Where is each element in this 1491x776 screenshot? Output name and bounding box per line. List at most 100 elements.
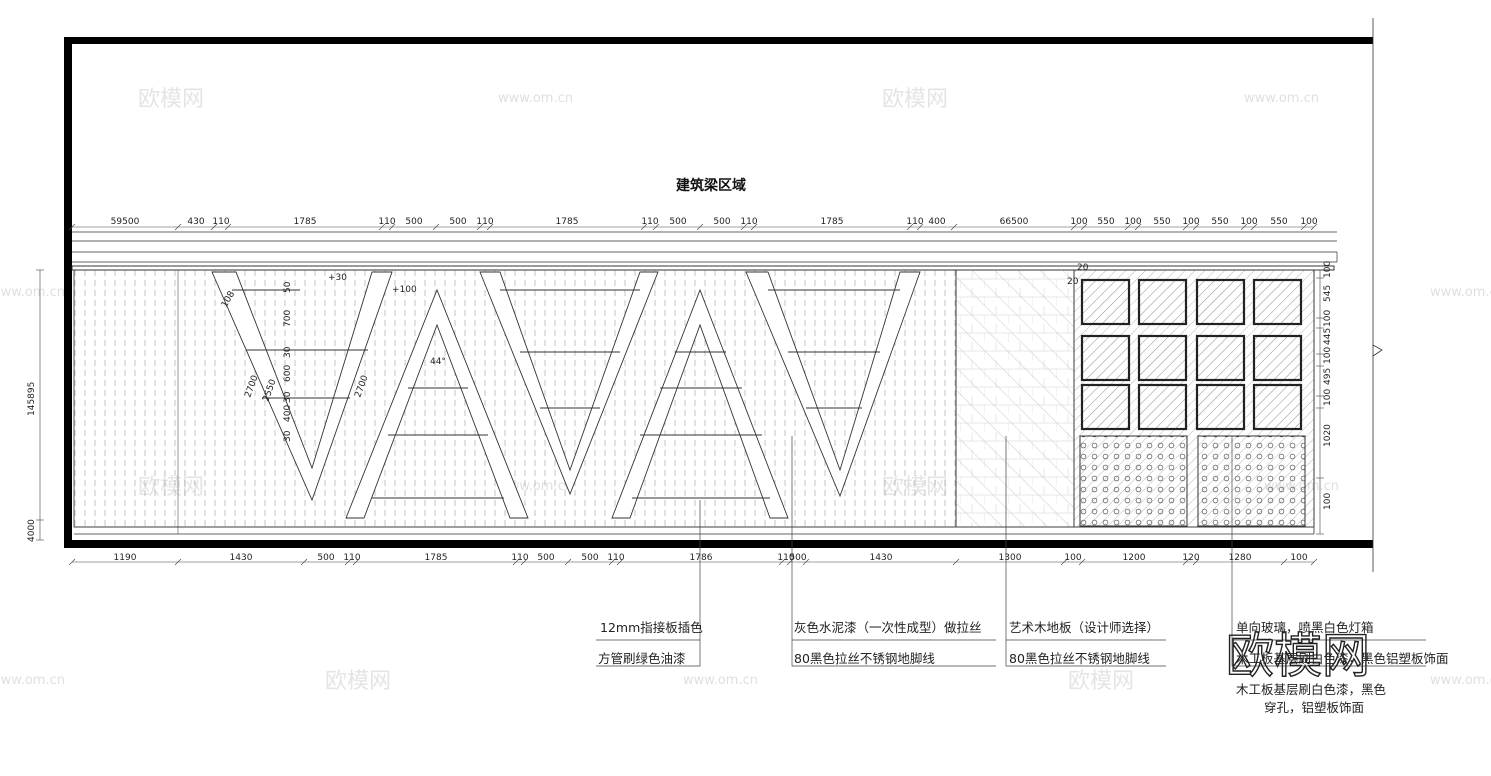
glass-tile: [1137, 383, 1188, 431]
dimension-label: 495: [1323, 368, 1333, 385]
dimension-label: 110: [607, 553, 624, 563]
dimension-label: 110: [343, 553, 360, 563]
dimension-tick: [1124, 223, 1132, 231]
watermark-text: 欧模网: [1068, 669, 1134, 694]
dimension-tick: [1280, 558, 1288, 566]
watermark-url: www.om.cn: [498, 91, 573, 106]
watermark-url: www.om.cn: [683, 673, 758, 688]
dimension-tick: [1078, 558, 1086, 566]
dimension-tick: [950, 223, 958, 231]
watermark-url: www.om.cn: [1430, 673, 1491, 688]
material-notes: 12mm指接板插色 方管刷绿色油漆 灰色水泥漆（一次性成型）做拉丝 80黑色拉丝…: [598, 620, 1449, 715]
dimension-label: 500: [581, 553, 598, 563]
dimension-label: 100: [1323, 389, 1333, 406]
dimension-tick: [608, 558, 616, 566]
glass-tile: [1252, 278, 1303, 326]
dimension-tick: [344, 558, 352, 566]
dimension-tick: [476, 223, 484, 231]
dimension-tick: [778, 558, 786, 566]
dimension-tick: [174, 223, 182, 231]
dimension-tick: [616, 558, 624, 566]
dimension-tick: [750, 223, 758, 231]
dimension-tick: [512, 558, 520, 566]
dimension-tick: [1250, 223, 1258, 231]
glass-tile: [1080, 383, 1131, 431]
svg-text:44°: 44°: [430, 357, 446, 367]
dimension-label: 100: [1124, 217, 1141, 227]
dimension-label: 1786: [690, 553, 713, 563]
dimension-tick: [1182, 558, 1190, 566]
dimension-tick: [1192, 223, 1200, 231]
dimension-label: 110: [476, 217, 493, 227]
svg-text:+100: +100: [392, 285, 417, 295]
glass-tile: [1080, 334, 1131, 382]
dimension-label: 500: [405, 217, 422, 227]
dimension-label: 1020: [1323, 424, 1333, 447]
dimension-label: 110: [777, 553, 794, 563]
dimension-label: 100: [1300, 217, 1317, 227]
dimension-label: 100: [1290, 553, 1307, 563]
dimension-tick: [802, 558, 810, 566]
dimension-tick: [1134, 223, 1142, 231]
dimension-label: 110: [641, 217, 658, 227]
dimension-label: 100: [1240, 217, 1257, 227]
glass-tile: [1195, 383, 1246, 431]
watermark-url: www.om.cn: [0, 285, 65, 300]
glass-tile: [1137, 334, 1188, 382]
dimension-label: 1430: [230, 553, 253, 563]
glass-lightbox-section: [1073, 269, 1315, 528]
watermark-text: 欧模网: [138, 87, 204, 112]
dimension-tick: [952, 558, 960, 566]
dimension-label: 500: [449, 217, 466, 227]
note-skirting-steel-1: 80黑色拉丝不锈钢地脚线: [794, 651, 935, 666]
dimension-tick: [1070, 223, 1078, 231]
om-logo-watermark: 欧模网: [1226, 628, 1370, 684]
dimension-label: 110: [212, 217, 229, 227]
note-square-tube-paint: 方管刷绿色油漆: [598, 651, 686, 666]
dimension-label: 120: [1182, 553, 1199, 563]
dimension-label: 550: [1270, 217, 1287, 227]
dimension-label: 1785: [821, 217, 844, 227]
beam-area-title: 建筑梁区域: [676, 177, 746, 194]
svg-text:700: 700: [283, 310, 293, 327]
dimension-label: 500: [713, 217, 730, 227]
note-skirting-steel-2: 80黑色拉丝不锈钢地脚线: [1009, 651, 1150, 666]
dimension-tick: [432, 223, 440, 231]
dimension-tick: [564, 558, 572, 566]
art-wood-floor-section: [955, 269, 1075, 528]
note-white-paint-aluminum: 木工板基层刷白色漆，黑色铝塑板饰面: [1236, 651, 1449, 666]
glass-tile: [1252, 334, 1303, 382]
dimension-label: 110: [906, 217, 923, 227]
dimension-tick: [300, 558, 308, 566]
dimension-tick: [388, 223, 396, 231]
dimension-tick: [224, 223, 232, 231]
note-grey-cement-paint: 灰色水泥漆（一次性成型）做拉丝: [794, 620, 982, 635]
dimension-label: 1280: [1229, 553, 1252, 563]
svg-text:145895: 145895: [27, 382, 37, 416]
dimension-label: 545: [1323, 285, 1333, 302]
dimension-label: 550: [1153, 217, 1170, 227]
dimension-label: 100: [1064, 553, 1081, 563]
dimension-tick: [68, 223, 76, 231]
dimension-tick: [486, 223, 494, 231]
dimension-label: 100: [1070, 217, 1087, 227]
dimension-label: 430: [187, 217, 204, 227]
dimension-tick: [378, 223, 386, 231]
outer-frame: [64, 18, 1383, 572]
dimension-label: 1785: [556, 217, 579, 227]
dimension-label: 100: [1323, 347, 1333, 364]
dimension-label: 500: [789, 553, 806, 563]
dimension-label: 445: [1323, 328, 1333, 345]
dimension-label: 100: [1182, 217, 1199, 227]
dimension-label: 550: [1211, 217, 1228, 227]
dimension-tick: [1080, 223, 1088, 231]
dimension-label: 110: [511, 553, 528, 563]
dimension-label: 1430: [870, 553, 893, 563]
svg-text:600: 600: [283, 365, 293, 382]
dimension-tick: [1310, 558, 1318, 566]
watermark-text: 欧模网: [882, 87, 948, 112]
